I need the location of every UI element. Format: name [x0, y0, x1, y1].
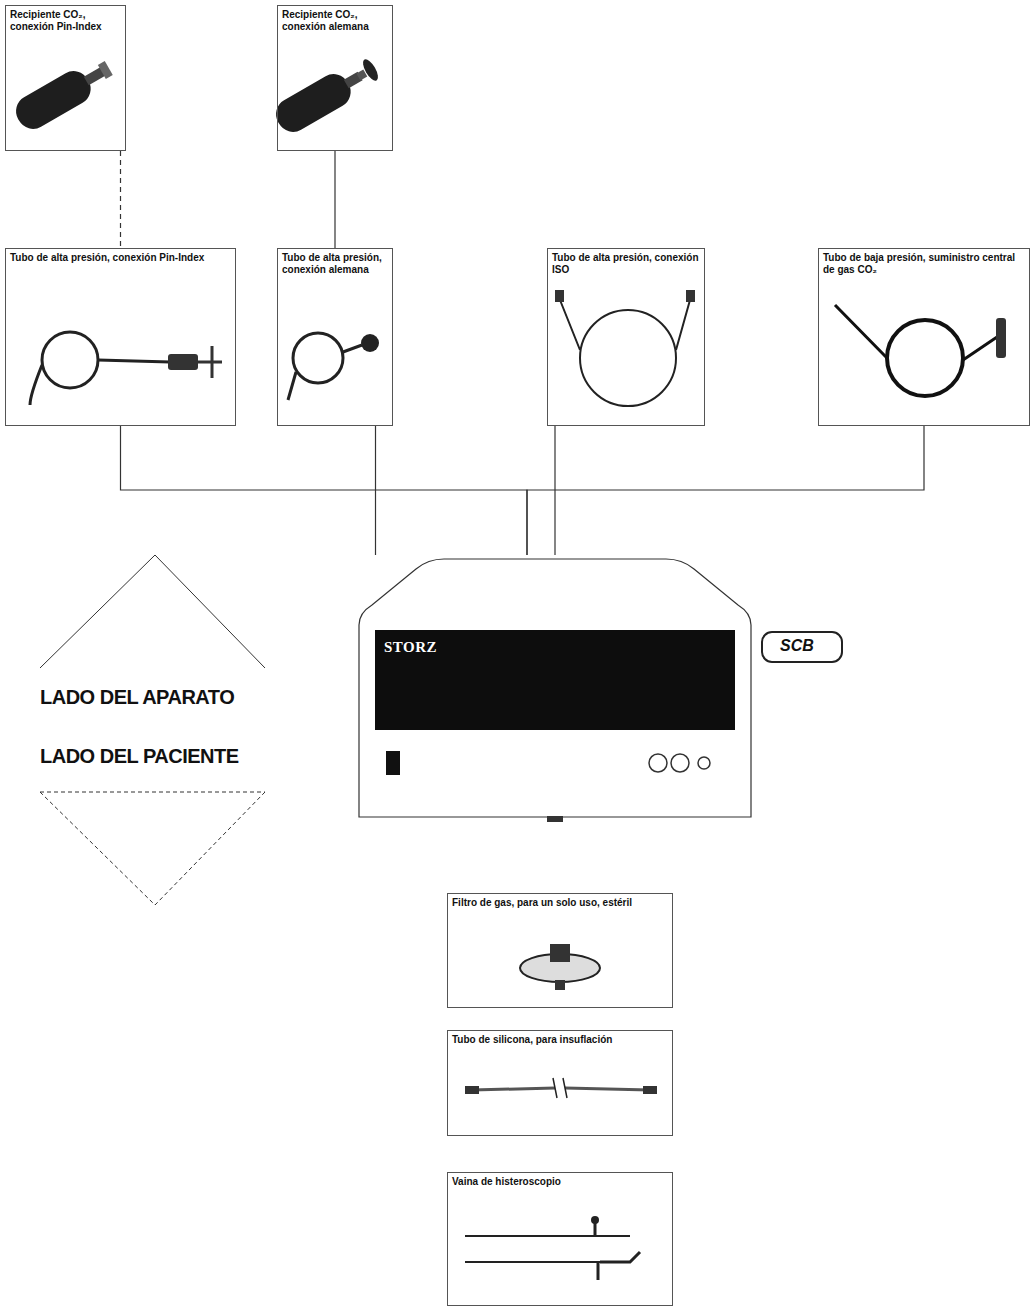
sheath-valve	[595, 1222, 640, 1262]
valve-knob	[360, 57, 381, 83]
connector-line	[375, 426, 376, 555]
filter-port	[550, 944, 570, 962]
filter-port	[555, 980, 565, 990]
coiled-tube	[580, 310, 676, 406]
logo-frame	[762, 632, 842, 662]
tube-box: Tubo de baja presión, suministro central…	[818, 248, 1030, 426]
insufflator-unit: STORZ	[358, 555, 752, 823]
connector-line	[120, 151, 121, 248]
box-caption: Tubo de alta presión, conexión Pin-Index	[6, 249, 235, 267]
connector-socket	[698, 757, 710, 769]
coiled-tube	[293, 333, 343, 383]
gas-cylinder	[270, 68, 356, 137]
tube-box: Tubo de alta presión, conexión alemana	[277, 248, 393, 426]
tube	[835, 305, 1000, 360]
box-caption: Tubo de alta presión, conexión alemana	[278, 249, 392, 278]
tube	[30, 360, 170, 405]
connector-nut	[361, 334, 379, 352]
box-caption: Filtro de gas, para un solo uso, estéril	[448, 894, 672, 912]
coiled-tube	[42, 332, 98, 388]
device-housing	[358, 555, 752, 823]
tube	[288, 345, 362, 400]
box-caption: Recipiente CO₂, conexión alemana	[278, 6, 392, 35]
accessory-box: Filtro de gas, para un solo uso, estéril	[447, 893, 673, 1008]
brand-logo: SCB	[780, 637, 814, 655]
box-caption: Vaina de histeroscopio	[448, 1173, 672, 1191]
box-caption: Tubo de baja presión, suministro central…	[819, 249, 1029, 278]
tube-end	[465, 1086, 479, 1094]
tube-box: Tubo de alta presión, conexión ISO	[547, 248, 705, 426]
tube-box: Tubo de alta presión, conexión Pin-Index	[5, 248, 236, 426]
sheath-shaft	[465, 1236, 630, 1262]
connector-line	[334, 151, 335, 248]
cylinder-valve	[98, 61, 113, 79]
patient-side-marker	[40, 792, 265, 905]
connector-socket	[649, 754, 667, 772]
iso-connector	[686, 290, 695, 302]
device-side-marker	[40, 555, 265, 668]
accessory-box: Vaina de histeroscopio	[447, 1172, 673, 1306]
sheath-valve	[597, 1262, 600, 1280]
silicone-tube	[472, 1088, 650, 1090]
gas-cylinder	[10, 65, 96, 134]
tube-end	[643, 1086, 657, 1094]
valve-knob	[591, 1216, 599, 1224]
wall-connector	[996, 318, 1006, 358]
device-foot	[547, 816, 563, 822]
tube	[560, 300, 690, 350]
yoke	[198, 346, 222, 378]
side-label: LADO DEL APARATO	[40, 686, 234, 709]
box-caption: Tubo de alta presión, conexión ISO	[548, 249, 704, 278]
brand-name: STORZ	[384, 639, 437, 656]
break-mark	[553, 1078, 567, 1098]
gas-cylinder-box: Recipiente CO₂, conexión alemana	[277, 5, 393, 151]
box-caption: Tubo de silicona, para insuflación	[448, 1031, 672, 1049]
housing-outline	[359, 559, 751, 817]
connector-line	[527, 426, 924, 555]
box-caption: Recipiente CO₂, conexión Pin-Index	[6, 6, 125, 35]
connector-line	[121, 426, 528, 555]
coiled-tube	[887, 320, 963, 396]
connector-socket	[671, 754, 689, 772]
iso-connector	[555, 290, 564, 302]
side-label: LADO DEL PACIENTE	[40, 745, 239, 768]
accessory-box: Tubo de silicona, para insuflación	[447, 1030, 673, 1136]
front-panel	[375, 630, 735, 730]
gas-cylinder-box: Recipiente CO₂, conexión Pin-Index	[5, 5, 126, 151]
power-switch	[386, 751, 400, 775]
pin-index-connector	[168, 354, 198, 370]
